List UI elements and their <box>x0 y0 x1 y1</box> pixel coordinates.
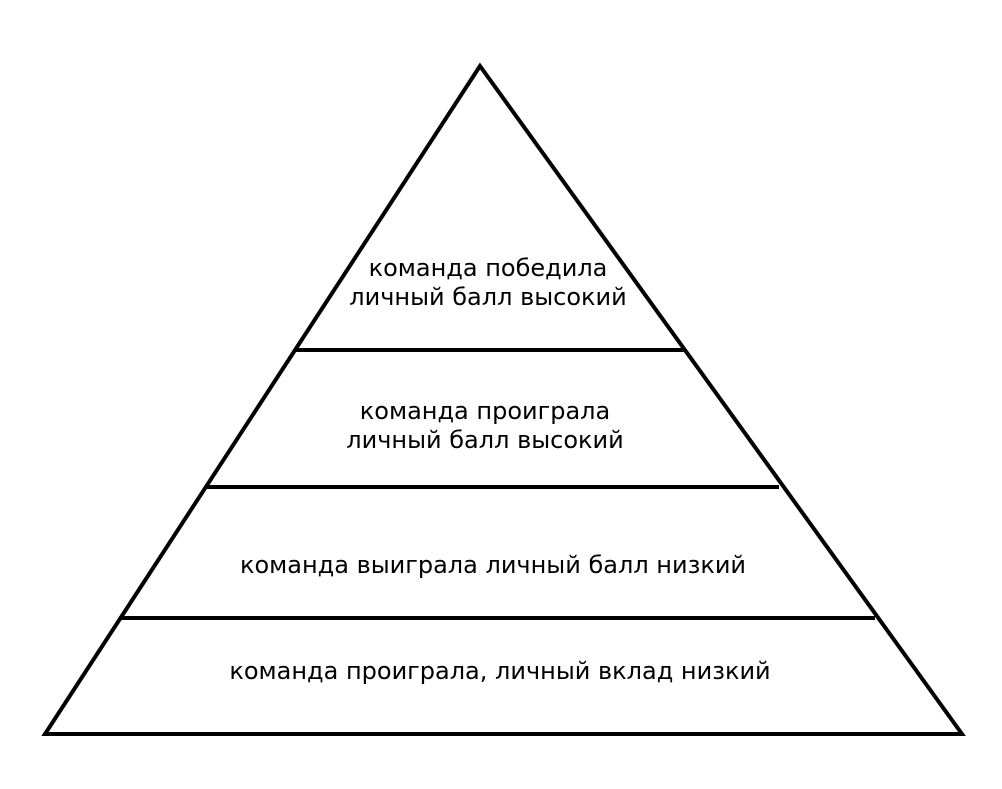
tier-second-line-2: личный балл высокий <box>346 426 623 454</box>
pyramid-outline <box>41 62 966 736</box>
tier-third: команда выиграла личный балл низкий <box>240 551 746 579</box>
tier-second-line-1: команда проиграла <box>360 397 610 425</box>
tier-top: команда победила личный балл высокий <box>349 254 626 311</box>
tier-third-line-1: команда выиграла личный балл низкий <box>240 551 746 579</box>
tier-bottom-line-1: команда проиграла, личный вклад низкий <box>229 657 770 685</box>
tier-second: команда проиграла личный балл высокий <box>346 397 623 454</box>
tier-top-line-2: личный балл высокий <box>349 283 626 311</box>
tier-top-line-1: команда победила <box>369 254 608 282</box>
tier-bottom: команда проиграла, личный вклад низкий <box>229 657 770 685</box>
